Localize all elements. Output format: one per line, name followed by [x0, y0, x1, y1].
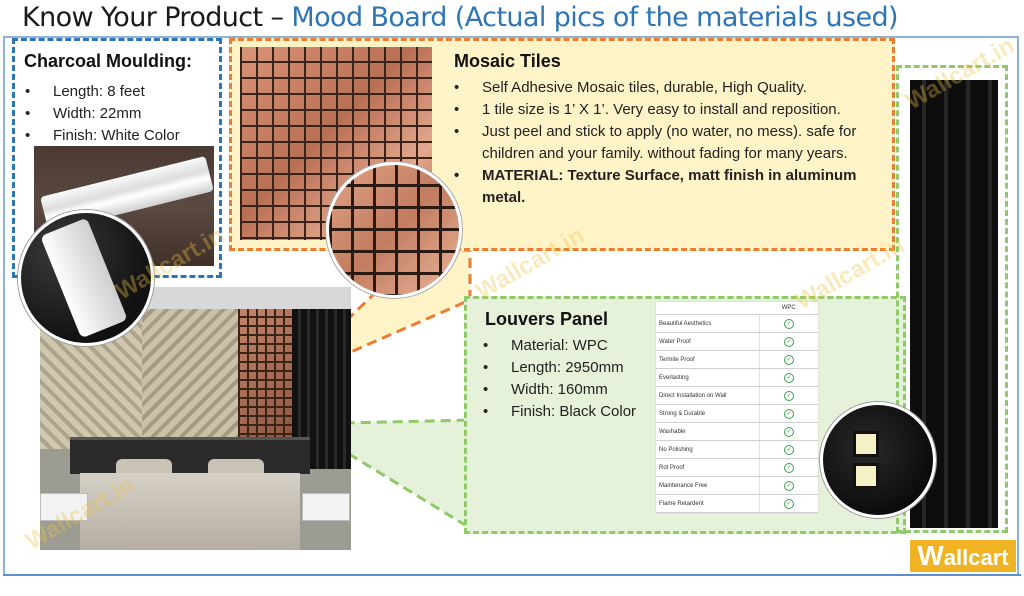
check-icon: ✓ [784, 462, 794, 473]
feature-label: Termite Proof [656, 350, 760, 369]
brand-rest: allcart [943, 545, 1009, 570]
feature-label: Everlasting [656, 368, 760, 387]
louvers-spec: Material: WPC [481, 335, 636, 357]
charcoal-heading: Charcoal Moulding: [24, 51, 192, 71]
mosaic-spec: MATERIAL: Texture Surface, matt finish i… [452, 165, 862, 209]
louver-zoom-photo [820, 402, 936, 518]
mosaic-zoom-photo [326, 162, 462, 298]
feature-label: Flame Retardent [656, 494, 760, 513]
feature-label: No Polishing [656, 440, 760, 459]
moulding-zoom-photo [18, 210, 154, 346]
check-icon: ✓ [784, 336, 794, 347]
mosaic-specs: Self Adhesive Mosaic tiles, durable, Hig… [452, 77, 862, 209]
check-icon: ✓ [784, 318, 794, 329]
check-icon: ✓ [784, 498, 794, 509]
title-main: Know Your Product – [22, 2, 292, 33]
footer-line [3, 574, 1021, 576]
brand-logo: Wallcart [910, 540, 1016, 572]
mosaic-heading: Mosaic Tiles [454, 51, 561, 71]
charcoal-spec: Finish: White Color [23, 125, 180, 147]
check-icon: ✓ [784, 444, 794, 455]
title-sub: Mood Board (Actual pics of the materials… [291, 2, 898, 33]
feature-label: Rot Proof [656, 458, 760, 477]
feature-label: Maintenance Free [656, 476, 760, 495]
louvers-spec: Width: 160mm [481, 379, 636, 401]
wpc-features-table: WPC Beautiful Aesthetics ✓ Water Proof ✓ T… [656, 302, 818, 513]
feature-label: Direct Installation on Wall [656, 386, 760, 405]
mosaic-spec: Just peel and stick to apply (no water, … [452, 121, 862, 165]
feature-label: Washable [656, 422, 760, 441]
mosaic-spec: 1 tile size is 1’ X 1’. Very easy to ins… [452, 99, 862, 121]
charcoal-spec: Width: 22mm [23, 103, 180, 125]
louver-photo-frame [896, 65, 1008, 533]
mosaic-spec: Self Adhesive Mosaic tiles, durable, Hig… [452, 77, 862, 99]
louvers-spec: Finish: Black Color [481, 401, 636, 423]
charcoal-spec: Length: 8 feet [23, 81, 180, 103]
louvers-specs: Material: WPC Length: 2950mm Width: 160m… [481, 335, 636, 423]
brand-initial: W [917, 540, 944, 571]
check-icon: ✓ [784, 372, 794, 383]
check-icon: ✓ [784, 480, 794, 491]
check-icon: ✓ [784, 426, 794, 437]
charcoal-specs: Length: 8 feet Width: 22mm Finish: White… [23, 81, 180, 147]
check-icon: ✓ [784, 354, 794, 365]
louvers-heading: Louvers Panel [485, 309, 609, 329]
louvers-spec: Length: 2950mm [481, 357, 636, 379]
feature-label: Beautiful Aesthetics [656, 314, 760, 333]
feature-label: Water Proof [656, 332, 760, 351]
feature-label: Strong & Durable [656, 404, 760, 423]
page-title: Know Your Product – Mood Board (Actual p… [22, 2, 899, 33]
check-icon: ✓ [784, 390, 794, 401]
wpc-column-header: WPC [759, 302, 818, 315]
check-icon: ✓ [784, 408, 794, 419]
